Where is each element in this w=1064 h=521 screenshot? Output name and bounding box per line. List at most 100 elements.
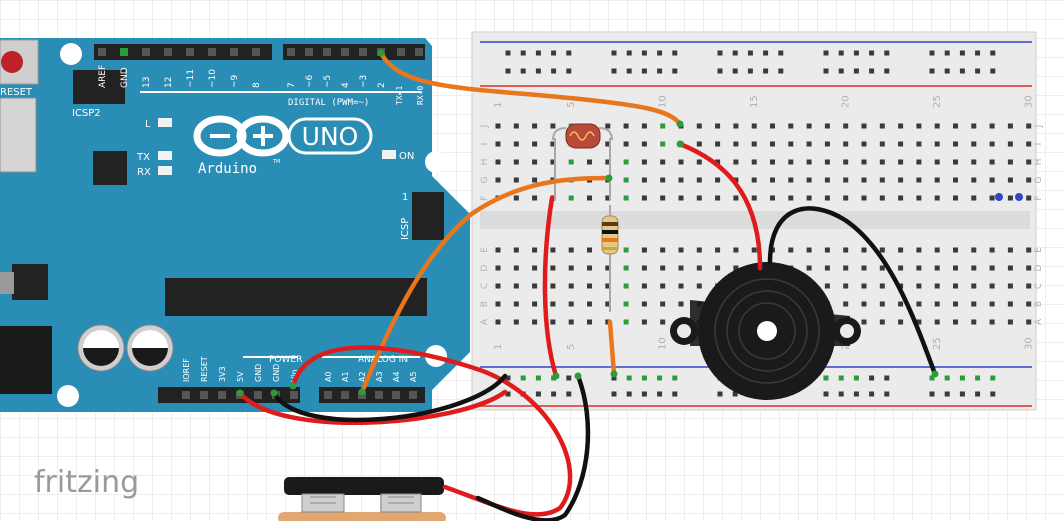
- digital-pin-label: 12: [164, 77, 174, 88]
- bb-hole: [953, 159, 958, 165]
- bb-hole: [806, 141, 812, 147]
- bb-hole: [532, 301, 538, 307]
- header-pin[interactable]: [323, 48, 331, 56]
- header-pin[interactable]: [341, 48, 349, 56]
- bb-col-number-top: 25: [932, 95, 943, 108]
- rail-hole: [566, 375, 572, 381]
- rail-hole: [732, 391, 738, 397]
- bb-hole: [916, 283, 922, 289]
- bb-col-number-bottom: 5: [566, 344, 577, 350]
- header-pin[interactable]: [324, 391, 332, 399]
- piezo-buzzer-icon[interactable]: [670, 262, 861, 400]
- header-pin[interactable]: [142, 48, 150, 56]
- tx-pin-label: TX▸1: [395, 86, 404, 105]
- header-pin[interactable]: [164, 48, 172, 56]
- header-pin[interactable]: [305, 48, 313, 56]
- header-pin[interactable]: [290, 391, 298, 399]
- bb-hole: [532, 141, 538, 147]
- battery-icon[interactable]: [278, 477, 446, 521]
- bb-hole: [971, 247, 977, 253]
- rail-hole: [717, 391, 723, 397]
- rail-hole: [884, 50, 890, 56]
- rail-hole: [732, 50, 738, 56]
- rail-hole: [505, 68, 511, 74]
- bb-hole: [568, 301, 574, 307]
- bb-col-number-bottom: 25: [932, 337, 943, 350]
- bb-hole: [641, 319, 647, 325]
- header-pin[interactable]: [120, 48, 128, 56]
- bb-hole: [1026, 141, 1032, 147]
- header-pin[interactable]: [287, 48, 295, 56]
- bb-hole: [879, 283, 885, 289]
- header-pin[interactable]: [208, 48, 216, 56]
- header-pin[interactable]: [392, 391, 400, 399]
- header-pin[interactable]: [186, 48, 194, 56]
- resistor-icon[interactable]: [601, 205, 619, 312]
- bb-hole: [898, 159, 904, 165]
- bb-hole: [660, 283, 666, 289]
- digital-pin-label: ~10: [208, 69, 218, 88]
- bb-hole: [898, 141, 904, 147]
- analog-pin-label: A1: [341, 371, 350, 382]
- bb-hole: [934, 159, 940, 165]
- header-pin[interactable]: [341, 391, 349, 399]
- bb-hole: [513, 195, 519, 201]
- reset-button[interactable]: [1, 51, 23, 73]
- header-pin[interactable]: [359, 48, 367, 56]
- rail-hole: [611, 391, 617, 397]
- bb-row-label: E: [480, 247, 490, 253]
- arduino-board: [0, 38, 470, 412]
- bb-hole: [916, 123, 922, 129]
- bb-hole: [806, 159, 812, 165]
- header-pin[interactable]: [230, 48, 238, 56]
- header-pin[interactable]: [252, 48, 260, 56]
- rail-hole: [657, 375, 663, 381]
- bb-hole: [605, 265, 611, 271]
- bb-hole: [989, 247, 995, 253]
- photoresistor-icon[interactable]: [552, 123, 613, 200]
- bb-hole: [532, 123, 538, 129]
- bb-hole: [843, 265, 849, 271]
- rail-hole: [853, 68, 859, 74]
- bb-hole: [770, 141, 775, 147]
- header-pin[interactable]: [254, 391, 262, 399]
- header-pin[interactable]: [415, 48, 423, 56]
- rail-hole: [763, 50, 769, 56]
- header-pin[interactable]: [98, 48, 106, 56]
- usb-connector: [0, 97, 37, 173]
- bb-hole: [898, 265, 904, 271]
- bb-hole: [989, 265, 995, 271]
- rail-hole: [869, 50, 875, 56]
- rail-hole: [944, 375, 950, 381]
- header-pin[interactable]: [375, 391, 383, 399]
- header-pin[interactable]: [218, 391, 226, 399]
- header-pin[interactable]: [409, 391, 417, 399]
- bb-row-label: A: [480, 318, 490, 325]
- wire-black-buzz: [767, 206, 938, 377]
- bb-hole: [916, 159, 922, 165]
- bb-hole: [751, 177, 757, 183]
- bb-hole: [916, 247, 922, 253]
- bb-hole: [953, 123, 958, 129]
- bb-hole: [678, 247, 684, 253]
- bb-hole: [898, 177, 904, 183]
- bb-hole: [623, 319, 629, 325]
- bb-hole: [824, 159, 830, 165]
- bb-hole: [934, 141, 940, 147]
- rail-hole: [747, 68, 753, 74]
- bb-hole: [843, 159, 849, 165]
- bb-row-label: A: [1034, 318, 1044, 325]
- header-pin[interactable]: [200, 391, 208, 399]
- bb-hole: [916, 177, 922, 183]
- analog-label: ANALOG IN: [358, 355, 408, 365]
- rail-hole: [641, 391, 647, 397]
- bb-hole: [989, 195, 995, 201]
- rail-hole: [520, 375, 526, 381]
- header-pin[interactable]: [397, 48, 405, 56]
- bb-hole: [696, 247, 702, 253]
- digital-pin-label: ~3: [359, 75, 369, 88]
- header-pin[interactable]: [182, 391, 190, 399]
- bb-hole: [550, 319, 556, 325]
